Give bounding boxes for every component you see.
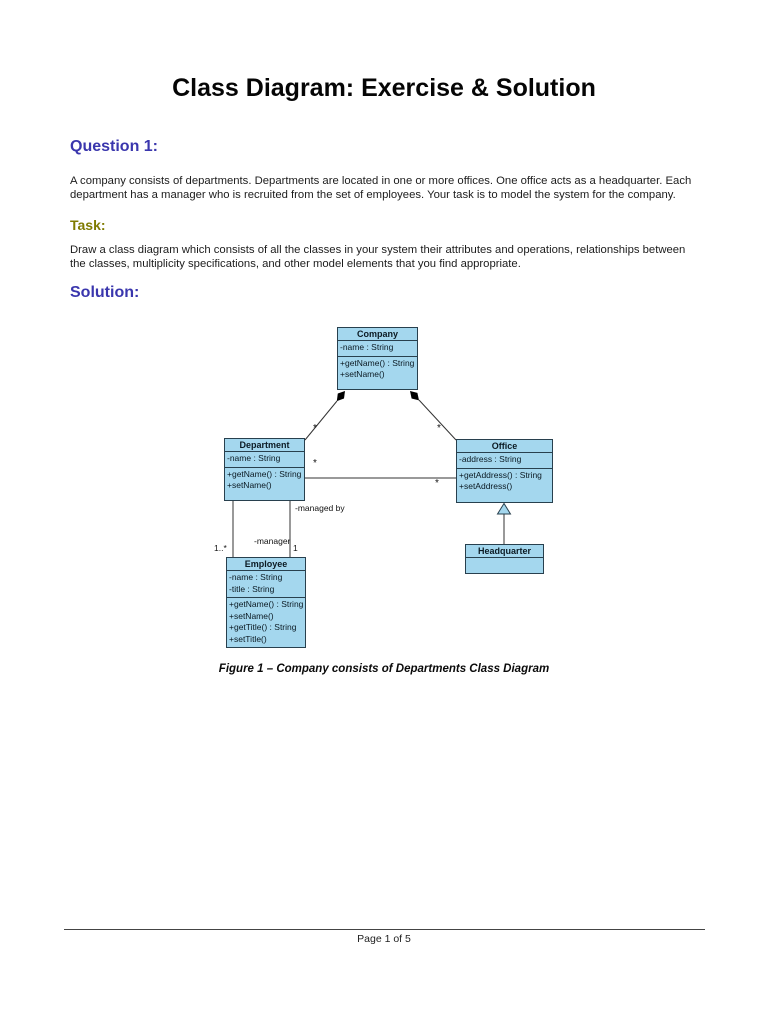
class-office-attributes: -address : String (457, 453, 552, 469)
composition-line-company-department (304, 400, 338, 441)
class-employee-title: Employee (227, 558, 305, 571)
class-department: Department -name : String +getName() : S… (224, 438, 305, 501)
class-company-title: Company (338, 328, 417, 341)
class-company-operations: +getName() : String +setName() (338, 357, 417, 390)
operation: +getName() : String (340, 357, 415, 368)
solution-heading: Solution: (70, 284, 140, 301)
operation: +getTitle() : String (229, 622, 297, 632)
operation: +setTitle() (229, 633, 267, 644)
class-company-attributes: -name : String (338, 341, 417, 357)
task-body: Draw a class diagram which consists of a… (70, 244, 686, 270)
attribute: -title : String (229, 583, 275, 594)
multiplicity-employee-right: 1 (293, 543, 298, 553)
figure-caption: Figure 1 – Company consists of Departmen… (218, 663, 550, 675)
role-label-manager: -manager (254, 536, 291, 546)
operation: +getName() : String (227, 468, 302, 479)
attribute: -name : String (227, 453, 281, 463)
generalization-triangle (496, 502, 512, 515)
class-office: Office -address : String +getAddress() :… (456, 439, 553, 503)
page-title: Class Diagram: Exercise & Solution (172, 74, 596, 102)
operation: +setName() (229, 610, 274, 621)
operation: +setAddress() (459, 481, 513, 491)
class-headquarter-empty-compartment (466, 558, 543, 573)
role-label-managed-by: -managed by (295, 503, 345, 513)
class-company: Company -name : String +getName() : Stri… (337, 327, 418, 390)
operation: +setName() (227, 480, 272, 490)
multiplicity-department-composition: * (313, 423, 317, 434)
question-body: A company consists of departments. Depar… (70, 175, 692, 201)
multiplicity-office-composition: * (437, 423, 441, 434)
class-office-title: Office (457, 440, 552, 453)
multiplicity-department-association: * (313, 458, 317, 469)
class-employee-attributes: -name : String -title : String (227, 571, 305, 598)
operation: +getName() : String (229, 599, 304, 609)
attribute: -address : String (459, 454, 522, 464)
question-heading: Question 1: (70, 138, 159, 155)
task-heading: Task: (70, 217, 106, 233)
composition-line-company-office (418, 399, 457, 441)
class-office-operations: +getAddress() : String +setAddress() (457, 469, 552, 503)
composition-diamond-office (410, 391, 419, 401)
class-headquarter: Headquarter (465, 544, 544, 574)
footer-divider (64, 929, 705, 930)
class-employee: Employee -name : String -title : String … (226, 557, 306, 648)
attribute: -name : String (229, 572, 283, 582)
multiplicity-employee-left: 1..* (214, 543, 227, 553)
class-employee-operations: +getName() : String +setName() +getTitle… (227, 598, 305, 647)
attribute: -name : String (340, 342, 394, 352)
class-department-title: Department (225, 439, 304, 452)
multiplicity-office-association: * (435, 478, 439, 489)
operation: +getAddress() : String (459, 469, 542, 480)
class-department-operations: +getName() : String +setName() (225, 468, 304, 501)
page-number: Page 1 of 5 (357, 933, 411, 945)
class-department-attributes: -name : String (225, 452, 304, 468)
class-headquarter-title: Headquarter (466, 545, 543, 558)
composition-diamond-department (336, 391, 345, 402)
operation: +setName() (340, 369, 385, 379)
